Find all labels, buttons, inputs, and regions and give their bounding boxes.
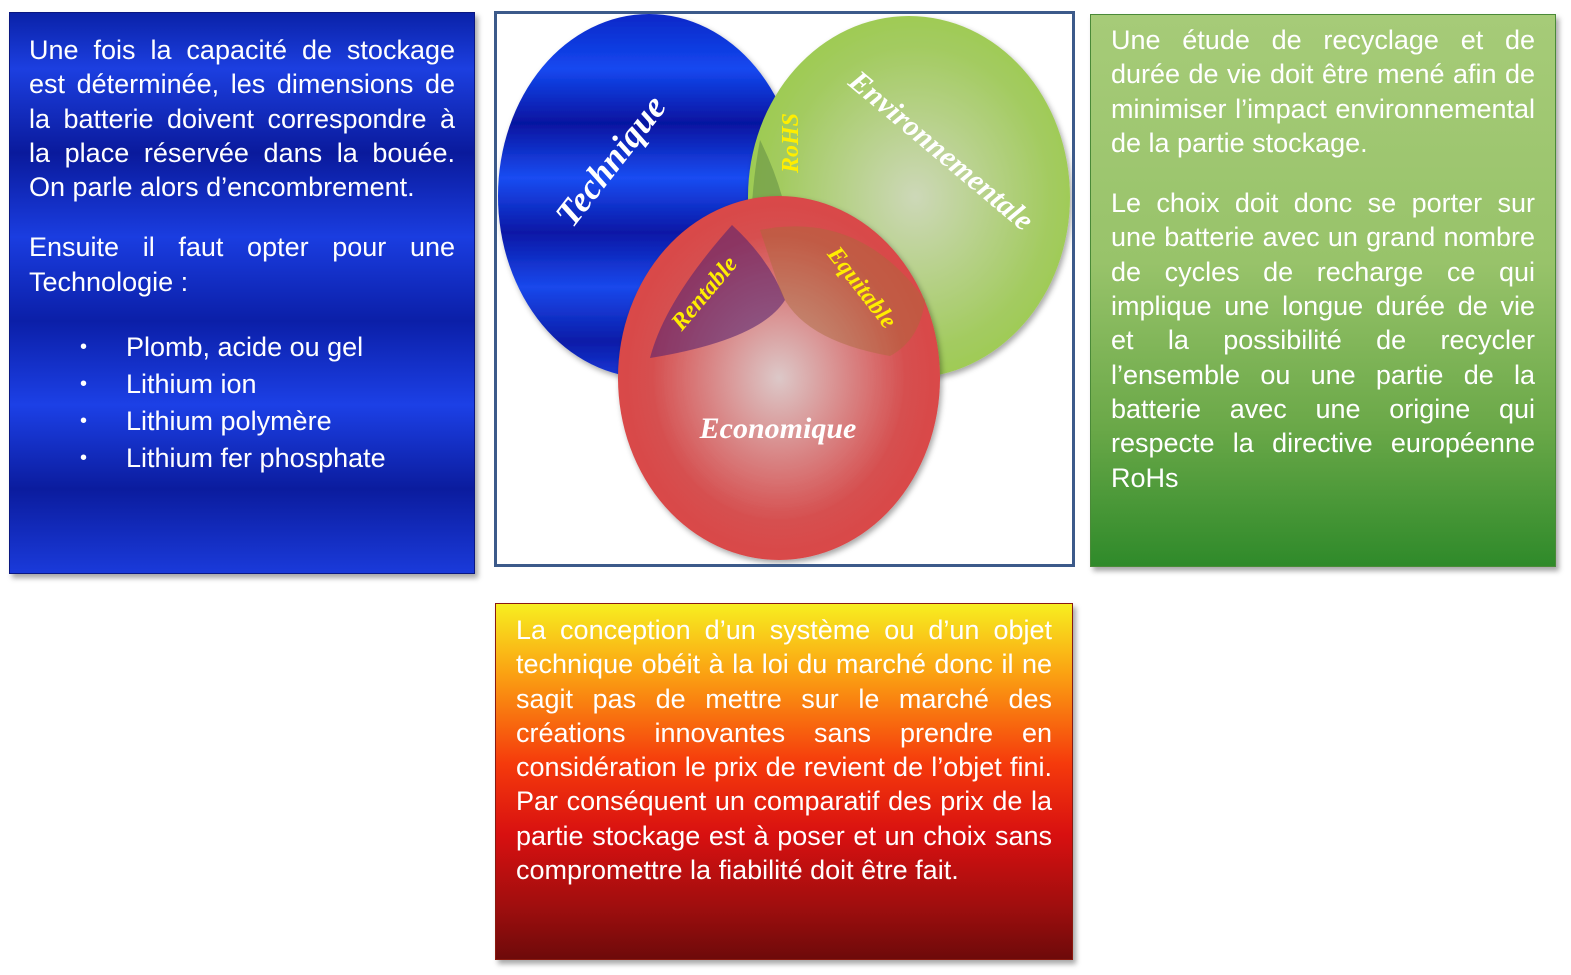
rohs-label: RoHS: [778, 113, 804, 174]
bullet-icon: •: [80, 447, 88, 470]
environmental-criteria-panel: Une étude de recyclage et de durée de vi…: [1090, 14, 1556, 567]
recycling-paragraph: Une étude de recyclage et de durée de vi…: [1111, 25, 1535, 158]
list-item: •Lithium fer phosphate: [80, 440, 455, 477]
bullet-icon: •: [80, 336, 88, 359]
list-item: •Lithium ion: [80, 366, 455, 403]
market-paragraph: La conception d’un système ou d’un objet…: [516, 615, 1052, 886]
venn-diagram-frame: Technique Environnementale Economique Ro…: [494, 11, 1075, 567]
bullet-icon: •: [80, 373, 88, 396]
technology-list: •Plomb, acide ou gel •Lithium ion •Lithi…: [29, 329, 455, 477]
bullet-icon: •: [80, 410, 88, 433]
rentable-overlap: [650, 225, 785, 358]
technical-criteria-panel: Une fois la capacité de stockage est dét…: [9, 12, 475, 574]
venn-diagram: Technique Environnementale Economique Ro…: [498, 14, 1070, 560]
list-item: •Lithium polymère: [80, 403, 455, 440]
equitable-overlap: [760, 226, 925, 356]
technology-intro: Ensuite il faut opter pour une Technolog…: [29, 232, 455, 297]
economique-label: Economique: [699, 412, 857, 445]
economic-criteria-panel: La conception d’un système ou d’un objet…: [495, 603, 1073, 960]
battery-choice-paragraph: Le choix doit donc se porter sur une bat…: [1111, 188, 1535, 493]
list-item: •Plomb, acide ou gel: [80, 329, 455, 366]
dimensions-paragraph: Une fois la capacité de stockage est dét…: [29, 35, 455, 203]
